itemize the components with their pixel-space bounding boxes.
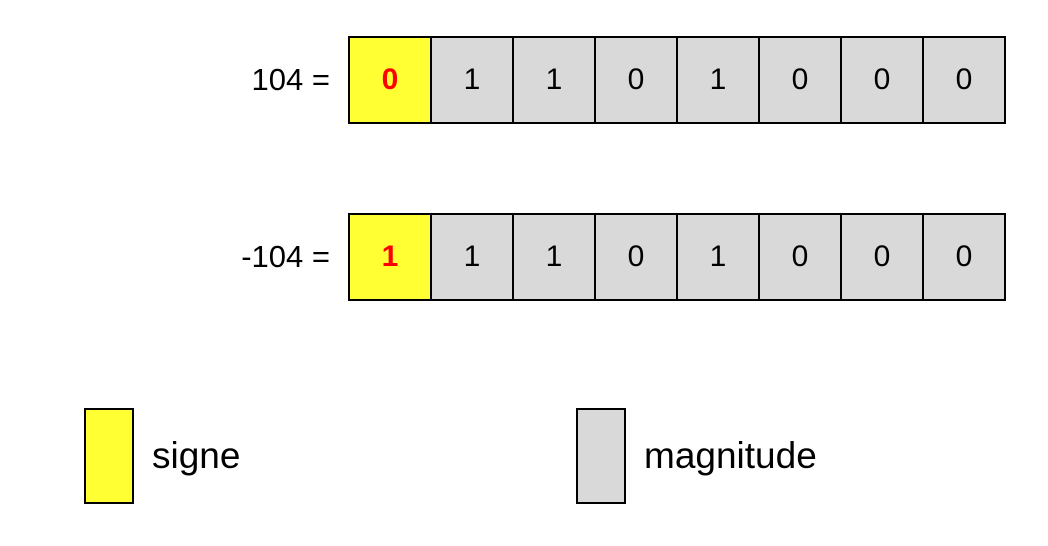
bit-register: 0 1 1 0 1 0 0 0 [348,36,1006,124]
magnitude-bit: 0 [922,215,1004,299]
row-positive: 104 = 0 1 1 0 1 0 0 0 [0,36,1048,124]
magnitude-bit: 0 [840,215,922,299]
magnitude-bit: 1 [676,215,758,299]
magnitude-bit: 1 [512,215,594,299]
legend-sign: signe [84,408,344,504]
legend-magnitude-label: magnitude [644,435,817,476]
sign-bit: 0 [350,38,430,122]
magnitude-bit: 1 [430,215,512,299]
magnitude-bit: 1 [430,38,512,122]
magnitude-bit: 0 [922,38,1004,122]
magnitude-bit: 0 [594,215,676,299]
magnitude-bit: 1 [676,38,758,122]
magnitude-bit: 0 [758,38,840,122]
bit-register: 1 1 1 0 1 0 0 0 [348,213,1006,301]
row-label: -104 = [241,239,330,274]
sign-swatch [84,408,134,504]
magnitude-bit: 0 [594,38,676,122]
magnitude-bit: 1 [512,38,594,122]
row-negative: -104 = 1 1 1 0 1 0 0 0 [0,213,1048,301]
magnitude-bit: 0 [758,215,840,299]
sign-bit: 1 [350,215,430,299]
magnitude-bit: 0 [840,38,922,122]
legend-magnitude: magnitude [576,408,896,504]
magnitude-swatch [576,408,626,504]
legend-sign-label: signe [152,435,241,476]
row-label: 104 = [251,62,330,97]
